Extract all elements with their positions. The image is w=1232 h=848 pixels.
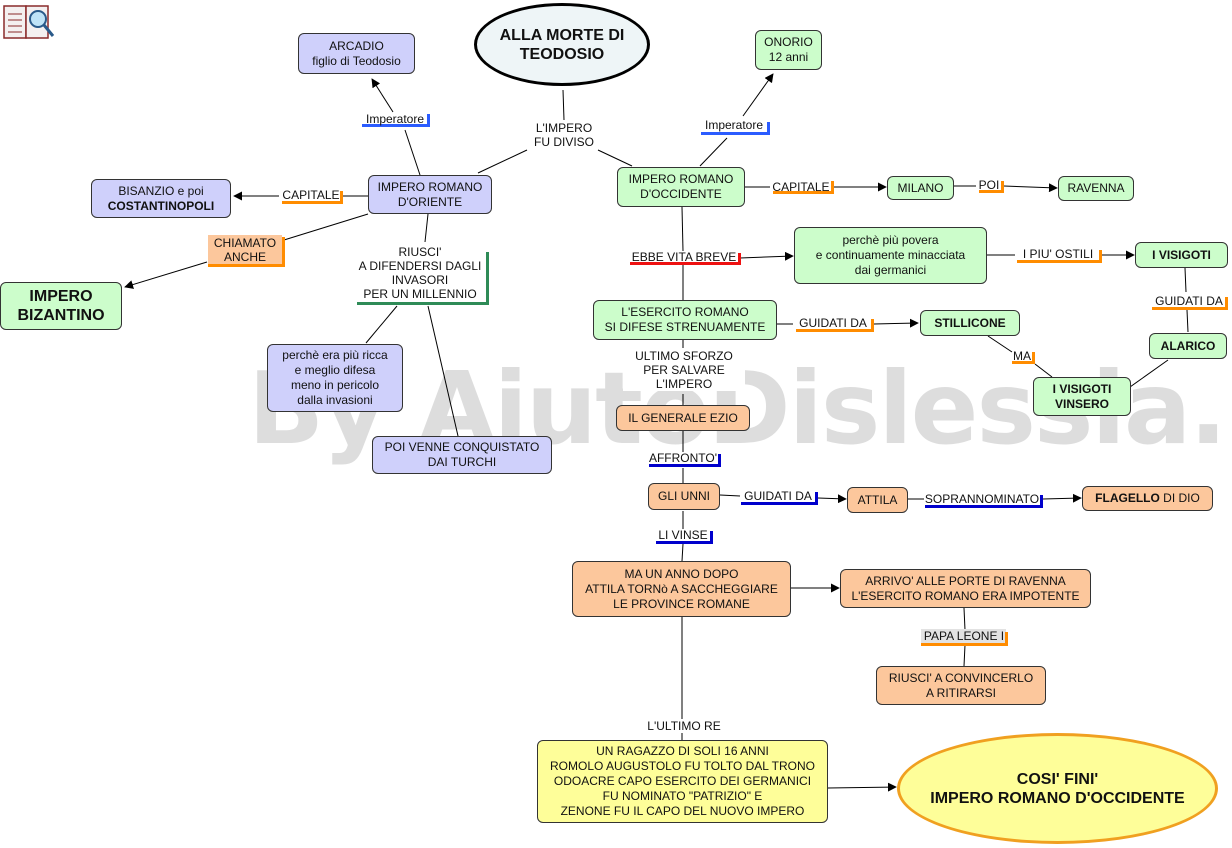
underline-papa-leone (921, 643, 1008, 646)
underline-li-vinse (656, 541, 713, 544)
label-papa-leone: PAPA LEONE I (923, 629, 1005, 643)
underline-guidati-2 (796, 329, 874, 332)
node-impero-bizantino[interactable]: IMPERO BIZANTINO (0, 282, 122, 330)
label-impero-diviso: L'IMPERO FU DIVISO (524, 121, 604, 149)
label-soprannominato: SOPRANNOMINATO (924, 492, 1040, 506)
node-impero-occidente[interactable]: IMPERO ROMANO D'OCCIDENTE (617, 167, 745, 207)
underline-poi-tick (1001, 181, 1004, 193)
node-esercito[interactable]: L'ESERCITO ROMANO SI DIFESE STRENUAMENTE (593, 300, 777, 340)
node-ravenna[interactable]: RAVENNA (1058, 176, 1134, 201)
underline-poi (979, 190, 1004, 193)
underline-guidati-1 (1152, 307, 1228, 310)
underline-soprannominato (925, 505, 1043, 508)
di-dio-label: DI DIO (1159, 491, 1200, 505)
underline-papa-leone-tick (1005, 632, 1008, 646)
node-attila[interactable]: ATTILA (847, 487, 908, 513)
label-ma: MA (1013, 349, 1031, 363)
label-guidati-da-1: GUIDATI DA (1155, 294, 1223, 308)
node-visigoti-vinsero[interactable]: I VISIGOTI VINSERO (1033, 377, 1131, 416)
node-porte-ravenna[interactable]: ARRIVO' ALLE PORTE DI RAVENNA L'ESERCITO… (840, 569, 1091, 608)
underline-guidati-3 (741, 502, 818, 505)
node-piu-povera[interactable]: perchè più povera e continuamente minacc… (794, 227, 987, 284)
node-bisanzio[interactable]: BISANZIO e poi COSTANTINOPOLI (91, 179, 231, 218)
label-ultimo-sforzo: ULTIMO SFORZO PER SALVARE L'IMPERO (623, 349, 745, 391)
label-vita-breve: EBBE VITA BREVE (631, 250, 737, 264)
underline-chiamato-tick (282, 237, 285, 267)
underline-guidati-1-tick (1225, 297, 1228, 310)
label-capitale-est: CAPITALE (282, 188, 340, 202)
underline-chiamato (208, 264, 285, 267)
node-convincerlo[interactable]: RIUSCI' A CONVINCERLO A RITIRARSI (876, 666, 1046, 705)
underline-riusci (357, 302, 489, 305)
node-onorio[interactable]: ONORIO 12 anni (755, 30, 822, 70)
node-flagello[interactable]: FLAGELLO DI DIO (1082, 486, 1213, 511)
label-guidati-da-2: GUIDATI DA (799, 316, 867, 330)
underline-affronto-tick (718, 454, 721, 467)
underline-imperatore-est (362, 124, 430, 127)
label-imperatore-ovest: Imperatore (704, 118, 764, 132)
underline-vita-breve (630, 262, 741, 265)
node-alarico[interactable]: ALARICO (1149, 333, 1227, 359)
underline-papa-leone-bg (921, 629, 1006, 644)
node-ragazzo[interactable]: UN RAGAZZO DI SOLI 16 ANNI ROMOLO AUGUST… (537, 740, 828, 823)
node-impero-oriente[interactable]: IMPERO ROMANO D'ORIENTE (368, 175, 492, 214)
underline-capitale-est (282, 201, 343, 204)
label-chiamato-anche: CHIAMATO ANCHE (213, 236, 277, 264)
node-saccheggiare[interactable]: MA UN ANNO DOPO ATTILA TORNò A SACCHEGGI… (572, 561, 791, 617)
underline-imperatore-ovest-tick (767, 122, 770, 135)
underline-piu-ostili-tick (1099, 250, 1102, 263)
label-piu-ostili: I PIU' OSTILI (1022, 247, 1094, 261)
title-oval: ALLA MORTE DI TEODOSIO (474, 3, 650, 86)
underline-imperatore-ovest (701, 132, 770, 135)
node-piu-ricca[interactable]: perchè era più ricca e meglio difesa men… (267, 344, 403, 412)
underline-ma-tick (1032, 352, 1035, 364)
node-visigoti[interactable]: I VISIGOTI (1135, 242, 1228, 268)
underline-chiamato-bg (208, 235, 282, 266)
node-turchi[interactable]: POI VENNE CONQUISTATO DAI TURCHI (372, 436, 552, 474)
underline-ma (1012, 361, 1035, 364)
underline-affronto (649, 464, 721, 467)
underline-piu-ostili (1017, 260, 1102, 263)
underline-imperatore-est-tick (427, 114, 430, 127)
label-imperatore-est: Imperatore (365, 112, 425, 126)
label-affronto: AFFRONTO' (648, 451, 718, 465)
label-capitale-ovest: CAPITALE (772, 180, 830, 194)
underline-capitale-ovest-tick (831, 181, 834, 194)
underline-vita-breve-tick (738, 253, 741, 265)
label-poi: POI (978, 178, 1000, 192)
underline-capitale-est-tick (340, 191, 343, 204)
underline-li-vinse-tick (710, 531, 713, 544)
node-milano[interactable]: MILANO (887, 176, 954, 200)
label-guidati-da-3: GUIDATI DA (744, 489, 812, 503)
label-li-vinse: LI VINSE (658, 528, 708, 542)
node-stillicone[interactable]: STILLICONE (920, 310, 1020, 336)
node-unni[interactable]: GLI UNNI (648, 483, 720, 510)
underline-riusci-tick (486, 252, 489, 305)
costantinopoli-label: COSTANTINOPOLI (107, 198, 215, 213)
underline-guidati-3-tick (815, 492, 818, 505)
underline-capitale-ovest (773, 191, 834, 194)
label-riusci-difendersi: RIUSCI' A DIFENDERSI DAGLI INVASORI PER … (358, 245, 482, 301)
node-cosi-fini[interactable]: COSI' FINI' IMPERO ROMANO D'OCCIDENTE (897, 733, 1218, 844)
node-arcadio[interactable]: ARCADIO figlio di Teodosio (298, 33, 415, 74)
bisanzio-label: BISANZIO e poi (118, 183, 204, 198)
node-generale-ezio[interactable]: IL GENERALE EZIO (616, 405, 750, 431)
map-app-icon[interactable] (2, 2, 56, 44)
underline-soprannominato-tick (1040, 495, 1043, 508)
label-ultimo-re: L'ULTIMO RE (637, 719, 731, 733)
underline-guidati-2-tick (871, 319, 874, 332)
flagello-label: FLAGELLO (1095, 491, 1160, 505)
